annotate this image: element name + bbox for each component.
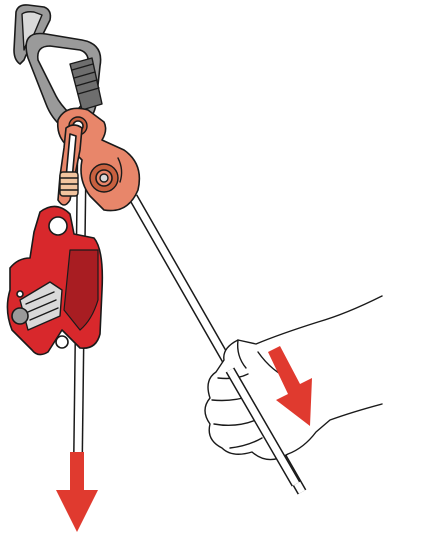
rope-tail-red	[70, 452, 84, 496]
rope-clamp	[7, 206, 102, 354]
load-direction-arrow	[56, 490, 98, 532]
